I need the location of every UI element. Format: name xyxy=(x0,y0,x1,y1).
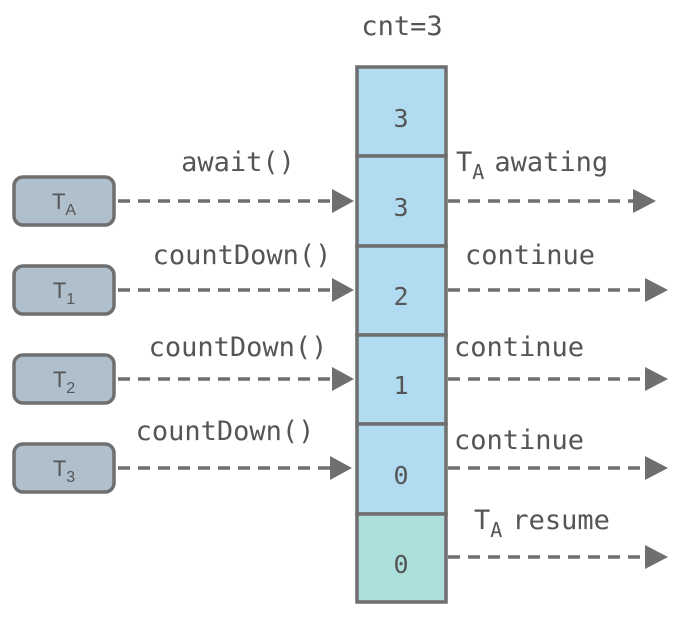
arrow-head-t2-in xyxy=(332,367,354,391)
thread-box-ta xyxy=(12,175,116,227)
incoming-arrows xyxy=(118,189,354,480)
counter-cell-1-value: 3 xyxy=(393,193,408,222)
counter-cell-5-box xyxy=(355,512,448,604)
arrow-head-ta-in xyxy=(332,189,354,213)
result-label-t2: continue xyxy=(454,332,584,363)
arrow-head-t3-in xyxy=(330,456,352,480)
arrow-head-t2-out xyxy=(645,367,668,391)
counter-cell-3-box xyxy=(355,333,448,426)
thread-box-t2 xyxy=(12,353,116,405)
thread-box-t3 xyxy=(12,442,116,494)
arrow-head-t3-out xyxy=(645,456,668,480)
call-label-t1: countDown() xyxy=(153,240,332,271)
thread-boxes: TA T1 T2 T3 xyxy=(12,175,116,494)
call-label-t3: countDown() xyxy=(136,416,315,447)
call-label-t2: countDown() xyxy=(149,332,328,363)
arrow-head-t1-out xyxy=(645,278,668,302)
thread-label-ta: TA xyxy=(52,189,76,219)
call-label-ta: await() xyxy=(181,147,295,178)
arrow-head-t1-in xyxy=(332,278,354,302)
thread-label-t1: T1 xyxy=(53,278,75,308)
counter-cell-5-value: 0 xyxy=(393,550,408,579)
counter-cell-4-value: 0 xyxy=(393,461,408,490)
arrow-head-resume-out xyxy=(645,545,668,569)
thread-label-t2: T2 xyxy=(53,367,75,397)
counter-label: cnt=3 xyxy=(361,11,442,42)
thread-box-t1 xyxy=(12,264,116,316)
counter-cell-0-value: 3 xyxy=(393,104,408,133)
result-label-t3: continue xyxy=(454,425,584,456)
counter-cell-2-value: 2 xyxy=(393,282,408,311)
counter-column: 3 3 2 1 0 0 xyxy=(355,65,448,604)
arrow-head-ta-out xyxy=(633,189,656,213)
outgoing-arrows xyxy=(448,189,668,569)
result-label-t1: continue xyxy=(465,240,595,271)
thread-label-t3: T3 xyxy=(53,456,75,486)
counter-cell-3-value: 1 xyxy=(393,371,408,400)
